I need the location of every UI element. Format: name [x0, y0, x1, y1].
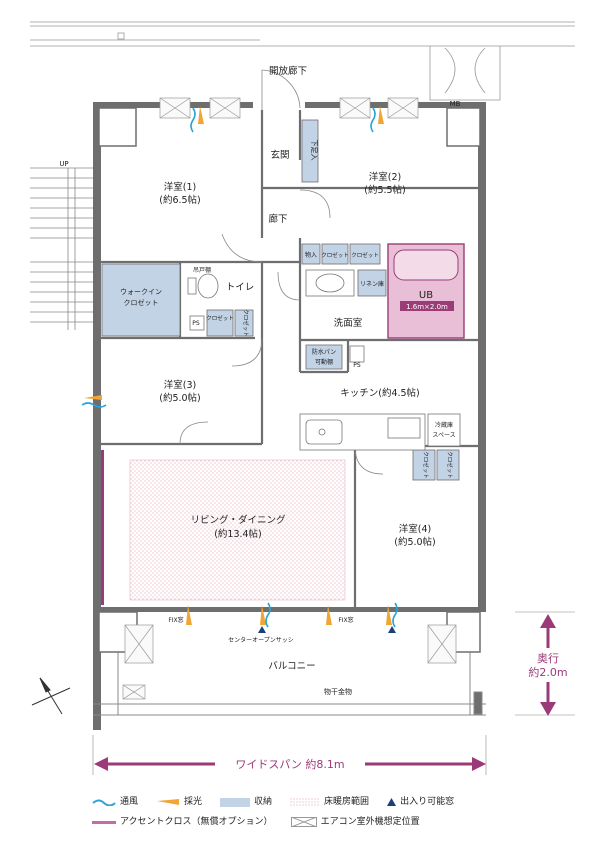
depth-value: 約2.0m — [528, 665, 567, 679]
label-entrance: 玄関 — [270, 149, 289, 161]
legend-storage: 収納 — [220, 792, 272, 812]
legend-ac-unit: エアコン室外機想定位置 — [290, 812, 420, 832]
floor-plan: 開放廊下 MB UP 玄関 下足入 洋室(1) (約6.5帖) 洋室(2) (約… — [30, 21, 575, 775]
label-western2: 洋室(2) — [369, 171, 401, 183]
access-window-marks — [258, 626, 396, 633]
label-closet-b: クロゼット — [351, 251, 379, 259]
label-fix-window-b: FIX窓 — [338, 616, 353, 624]
legend-ventilation-label: 通風 — [120, 797, 139, 807]
depth-label: 奥行 — [537, 651, 559, 665]
label-fridge-2: スペース — [432, 432, 455, 439]
label-closet-a: クロゼット — [321, 251, 349, 259]
label-ps-a: PS — [192, 320, 200, 327]
label-closet-c: クロゼット — [206, 314, 234, 322]
label-shoe-closet: 下足入 — [310, 140, 318, 161]
stairs — [30, 167, 95, 330]
depth-dimension: 奥行 約2.0m — [515, 611, 575, 716]
label-hallway: 廊下 — [268, 213, 287, 225]
storage-areas — [101, 119, 460, 481]
accent-line-icon — [92, 820, 116, 824]
label-western3-size: (約5.0帖) — [159, 392, 201, 404]
label-closet-d: クロゼット — [242, 309, 250, 337]
label-balcony: バルコニー — [268, 661, 315, 672]
label-living-size: (約13.4帖) — [214, 528, 262, 540]
label-western3: 洋室(3) — [164, 379, 196, 391]
label-laundry-hardware: 物干金物 — [324, 687, 352, 696]
label-closet-f: クロゼット — [446, 451, 454, 479]
room-labels: 開放廊下 MB UP 玄関 下足入 洋室(1) (約6.5帖) 洋室(2) (約… — [59, 65, 460, 696]
label-up: UP — [59, 160, 68, 168]
legend-accent-cloth-label: アクセントクロス（無償オプション） — [120, 817, 273, 827]
floor-heating-area — [129, 459, 346, 601]
compass-icon — [31, 677, 71, 715]
label-ub: UB — [419, 290, 433, 301]
label-hanging-shelf: 吊戸棚 — [193, 266, 211, 274]
label-washroom: 洗面室 — [334, 317, 363, 329]
label-ps-b: PS — [353, 362, 361, 369]
daylight-marks — [84, 106, 392, 625]
label-closet-e: クロゼット — [422, 451, 430, 479]
label-fix-window-a: FIX窓 — [168, 616, 183, 624]
label-linen: リネン庫 — [360, 280, 384, 288]
label-ub-size: 1.6m×2.0m — [406, 303, 448, 311]
exterior-lines — [30, 21, 575, 101]
label-western1-size: (約6.5帖) — [159, 194, 201, 206]
label-storage: 物入 — [305, 251, 317, 259]
label-kitchen: キッチン(約4.5帖) — [340, 387, 420, 399]
width-label: ワイドスパン 約8.1m — [235, 757, 344, 771]
legend-accent-cloth: アクセントクロス（無償オプション） — [92, 812, 273, 832]
label-western1: 洋室(1) — [164, 181, 196, 193]
label-open-corridor: 開放廊下 — [269, 65, 307, 77]
label-walkin-2: クロゼット — [124, 298, 159, 307]
door-swings — [179, 69, 384, 475]
label-western2-size: (約5.5帖) — [364, 184, 406, 196]
legend-storage-label: 収納 — [254, 797, 273, 807]
label-toilet: トイレ — [226, 282, 255, 293]
label-mb: MB — [450, 100, 461, 108]
legend-access-window-label: 出入り可能窓 — [400, 797, 455, 807]
legend-floor-heating: 床暖房範囲 — [290, 792, 369, 812]
legend: 通風 採光 収納 床暖房範囲 出入り可能窓 アクセントクロス（無償オプション） … — [92, 792, 572, 832]
label-western4-size: (約5.0帖) — [394, 536, 436, 548]
balcony-edges — [93, 652, 486, 716]
label-walkin-1: ウォークイン — [120, 288, 162, 296]
triangle-icon — [387, 798, 397, 806]
daylight-icon — [157, 799, 180, 805]
bathtub — [393, 249, 459, 281]
legend-ventilation: 通風 — [92, 792, 138, 812]
width-dimension: ワイドスパン 約8.1m — [92, 735, 487, 775]
legend-floor-heating-label: 床暖房範囲 — [324, 797, 370, 807]
legend-daylight-label: 採光 — [184, 797, 203, 807]
legend-daylight: 採光 — [156, 792, 202, 812]
label-living: リビング・ダイニング — [190, 514, 286, 526]
legend-access-window: 出入り可能窓 — [387, 792, 454, 812]
ac-unit-box-icon — [290, 817, 317, 827]
label-pan-2: 可動棚 — [315, 358, 333, 366]
legend-ac-unit-label: エアコン室外機想定位置 — [320, 817, 420, 827]
window-ac-marks — [122, 97, 457, 700]
fixtures — [187, 269, 461, 451]
floor-heating-swatch-icon — [290, 797, 321, 807]
ventilation-marks — [81, 107, 398, 628]
label-pan-1: 防水パン — [312, 348, 336, 356]
accent-cloth-wall — [101, 450, 104, 605]
label-fridge-1: 冷蔵庫 — [435, 421, 453, 429]
label-western4: 洋室(4) — [399, 523, 431, 535]
label-center-open-sash: センターオープンサッシ — [228, 636, 294, 644]
storage-swatch-icon — [220, 797, 251, 807]
ventilation-icon — [92, 799, 116, 806]
